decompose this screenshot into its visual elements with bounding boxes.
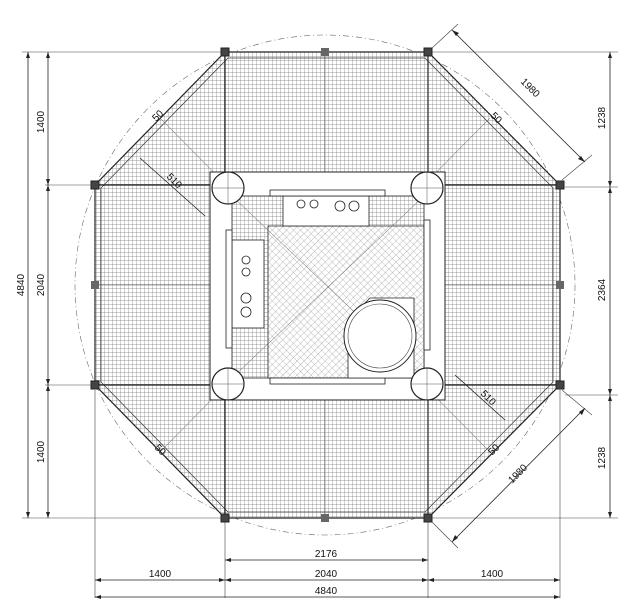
dim-bottom-center: 2040 [315,569,338,580]
dim-right-top: 1238 [597,106,608,129]
diagonal-dimensions [139,23,593,549]
central-hatch [343,297,417,379]
dim-bottom-total: 4840 [315,586,338,597]
dim-diag-upper-right: 1980 [518,76,542,100]
dim-left-top: 1400 [36,110,47,133]
dim-right-bottom: 1238 [597,446,608,469]
dim-left-middle: 2040 [36,273,47,296]
column-circles [211,171,444,401]
dim-right-middle: 2364 [597,278,608,301]
fixtures-top [296,199,360,212]
dim-diag-lower-right: 1980 [506,462,530,486]
dim-left-bottom: 1400 [36,440,47,463]
dim-bottom-left: 1400 [149,569,172,580]
dim-left-total: 4840 [16,273,27,296]
left-dimensions [22,51,225,519]
dim-bottom-right: 1400 [481,569,504,580]
outer-circle [74,34,576,536]
dim-bottom-inner: 2176 [315,549,338,560]
right-dimensions [432,51,618,519]
bottom-dimensions [94,390,561,599]
octagon-inner-border [100,57,554,513]
fixtures-left [240,255,252,318]
